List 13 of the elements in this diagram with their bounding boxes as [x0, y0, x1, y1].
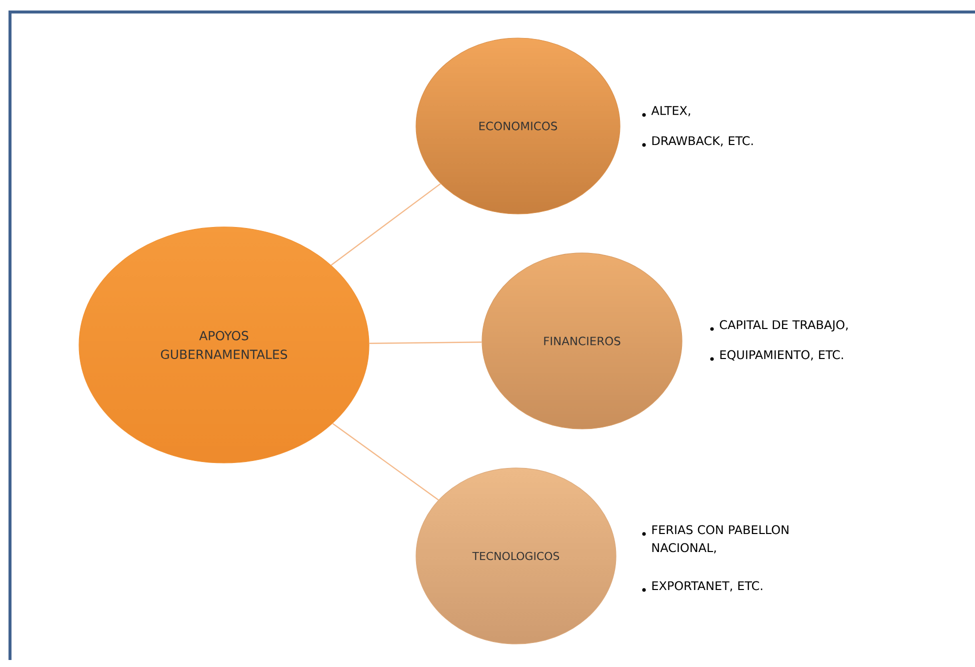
bullet-item: CAPITAL DE TRABAJO,: [710, 320, 848, 332]
bullet-item: EXPORTANET, ETC.: [642, 581, 762, 592]
bullet-item: DRAWBACK, ETC.: [642, 136, 753, 147]
circle-node: TECNOLOGICOS: [416, 468, 616, 644]
circle-node: FINANCIEROS: [482, 252, 682, 430]
connector-line: [332, 423, 439, 500]
connector-line: [369, 342, 482, 344]
bullet-item: ALTEX,: [642, 106, 690, 117]
bullet-item: FERIAS CON PABELLON NACIONAL,: [642, 525, 788, 554]
circle-node: APOYOS GUBERNAMENTALES: [78, 226, 370, 464]
bullet-item: EQUIPAMIENTO, ETC.: [710, 350, 843, 361]
connector-line: [330, 183, 441, 266]
circle-node: ECONOMICOS: [416, 38, 620, 214]
